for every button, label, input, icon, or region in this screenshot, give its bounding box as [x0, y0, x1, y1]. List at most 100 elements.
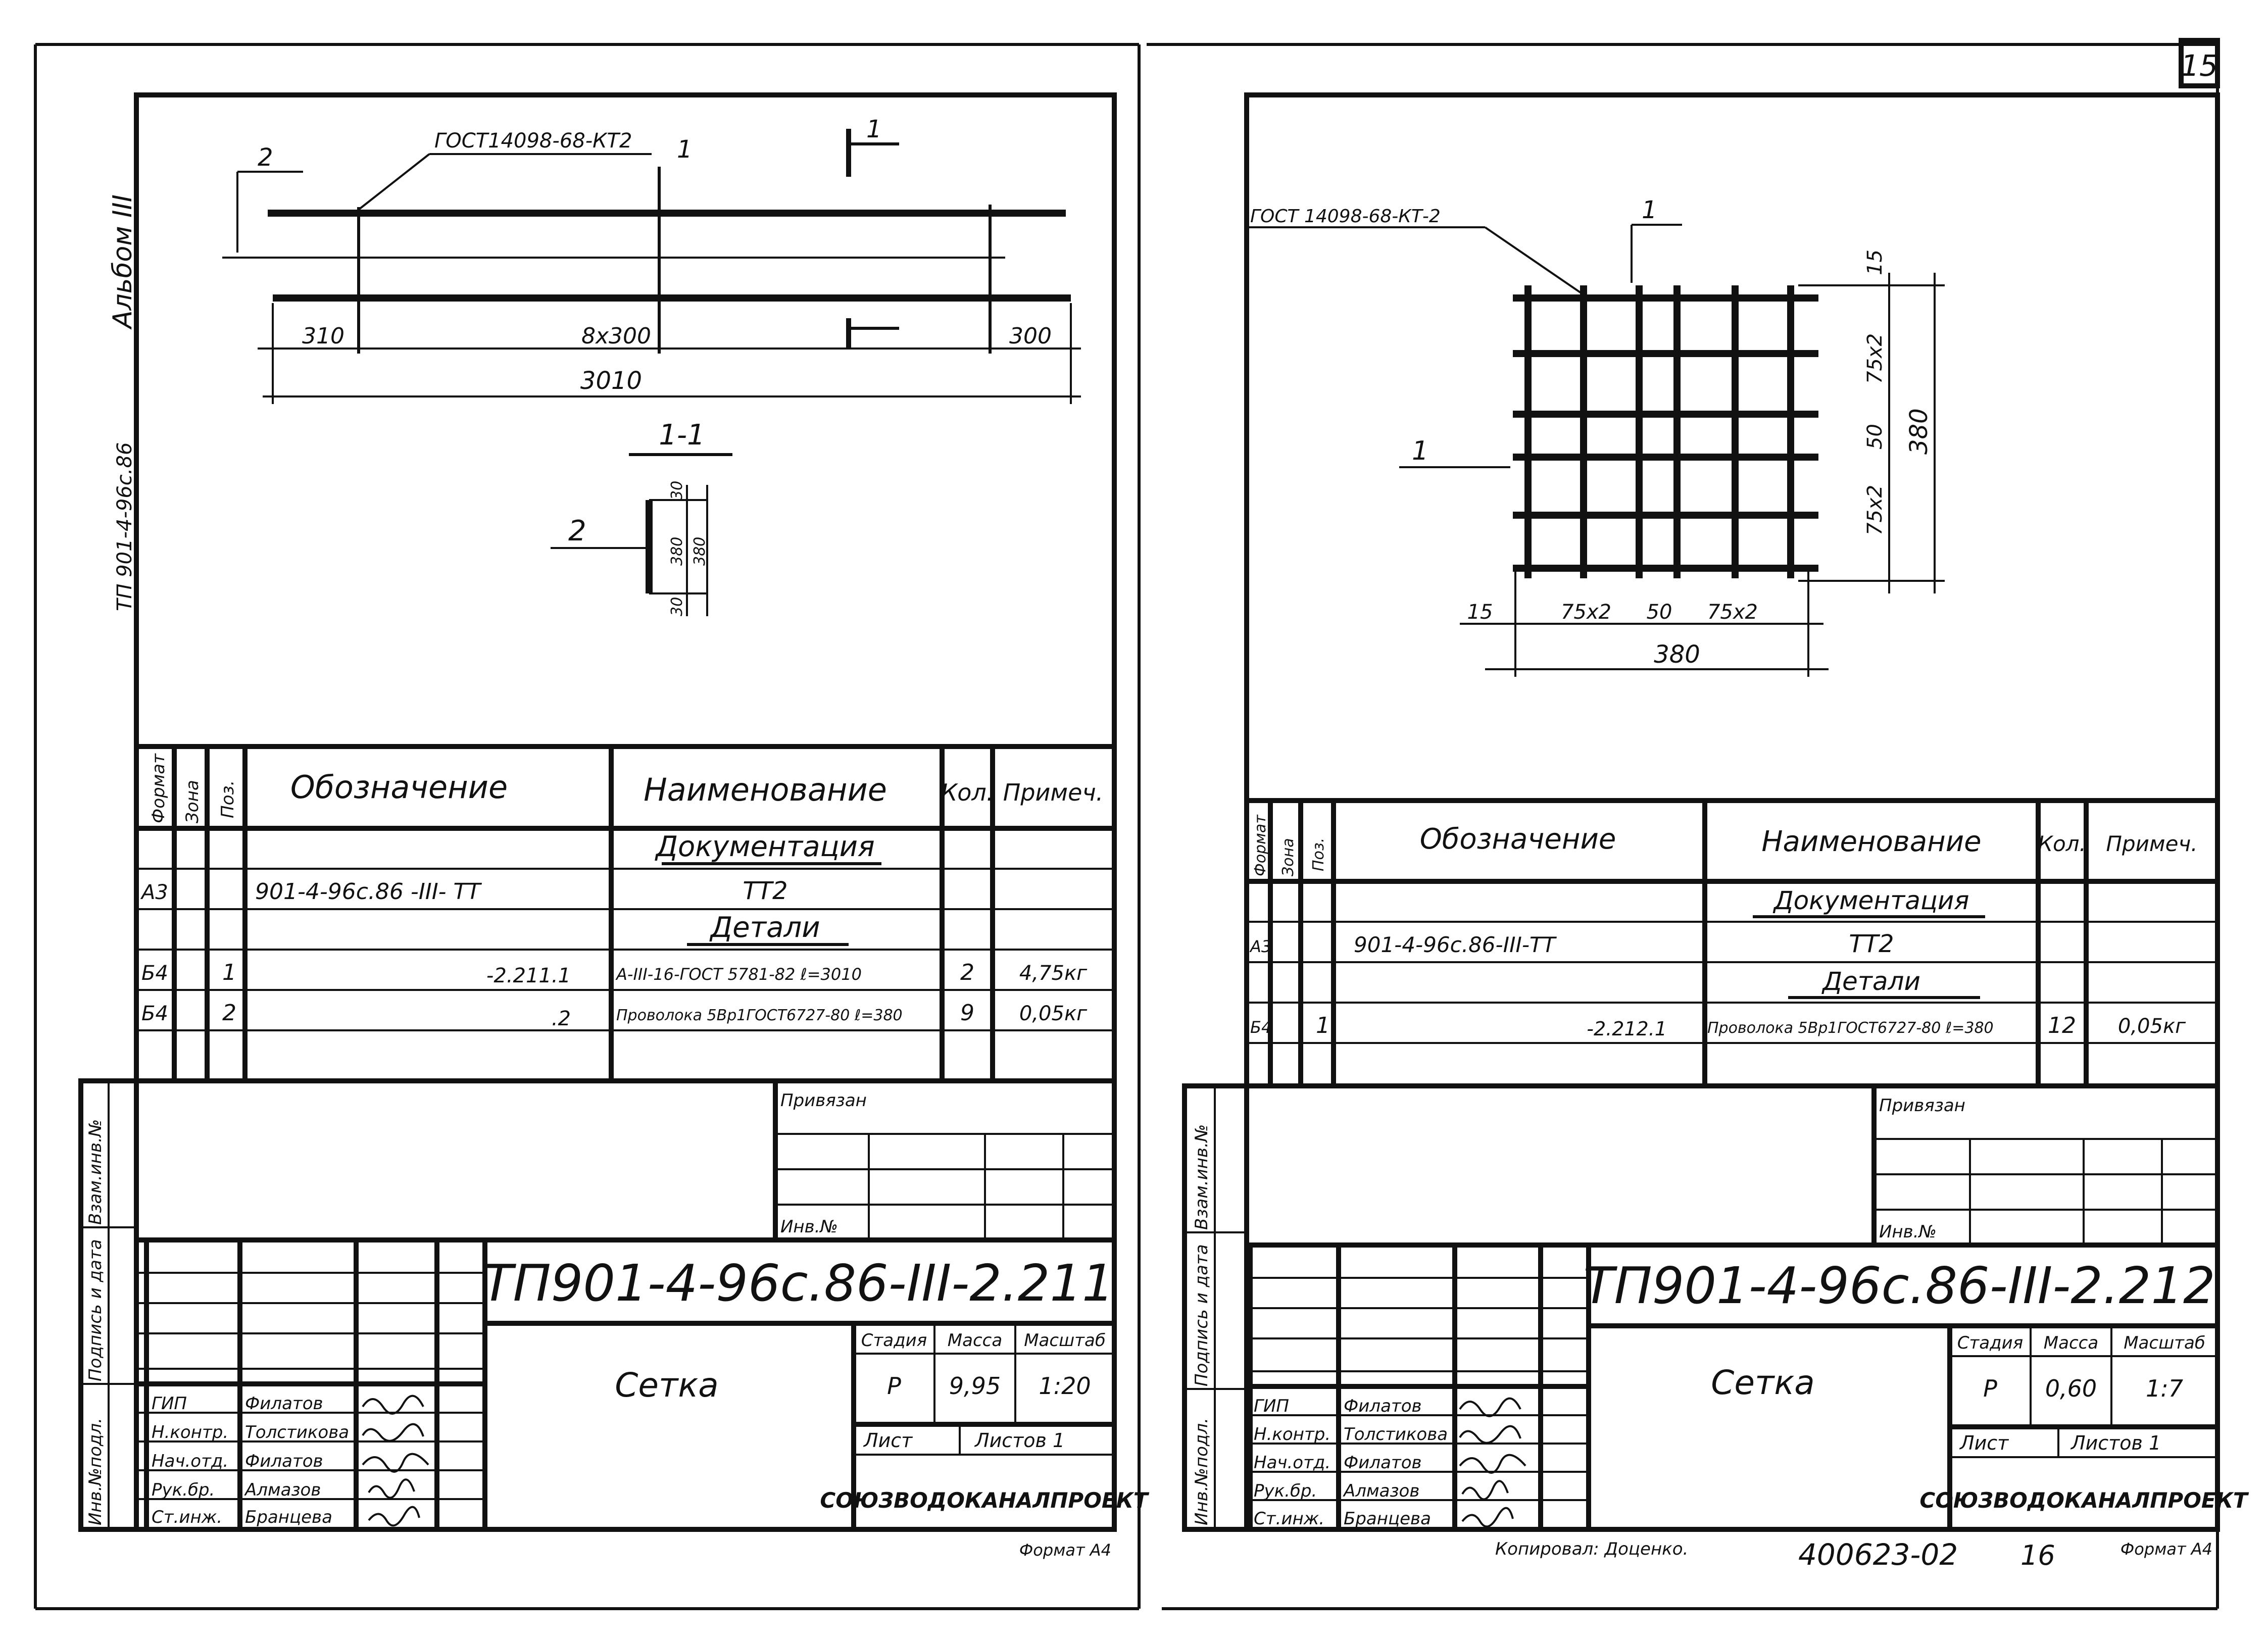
left-pos1-label: 1	[677, 135, 693, 164]
signature-scribble	[368, 1478, 415, 1499]
left-spec-r1-name: А-III-16-ГОСТ 5781-82 ℓ=3010	[615, 965, 862, 984]
right-sheet-label: Лист	[1959, 1432, 2009, 1454]
left-dim-1: 310	[302, 323, 344, 349]
right-stage-label: Стадия	[1957, 1333, 2023, 1353]
left-stage: Р	[887, 1372, 901, 1400]
right-staff-4-role: Ст.инж.	[1254, 1509, 1324, 1529]
left-mass: 9,95	[949, 1372, 1001, 1400]
right-sheet-frame	[1244, 92, 2220, 1532]
right-spec-r1-name: Проволока 5Вр1ГОСТ6727-80 ℓ=380	[1707, 1019, 1994, 1037]
left-gost-label: ГОСТ14098-68-КТ2	[434, 129, 632, 153]
left-binding-block: Привязан Инв.№	[773, 1081, 1114, 1240]
right-staff-3-role: Рук.бр.	[1254, 1481, 1317, 1501]
left-section-pos: 2	[568, 515, 586, 548]
right-vdim-3: 50	[1863, 424, 1887, 450]
right-side-inv: Инв.№подл.	[1192, 1418, 1212, 1525]
left-sheet-label: Лист	[863, 1429, 913, 1452]
right-binding-block: Привязан Инв.№	[1871, 1086, 2217, 1245]
left-spec-table: Формат Зона Поз. Обозначение Наименовани…	[136, 744, 1114, 1083]
left-section-mark-label: 1	[866, 115, 882, 143]
left-dim-2: 8х300	[581, 323, 651, 349]
copied-by: Копировал: Доценко.	[1495, 1539, 1688, 1559]
left-spec-r1-designation: -2.211.1	[486, 964, 571, 987]
left-staff-4-role: Ст.инж.	[152, 1507, 222, 1527]
right-spec-r0-designation: 901-4-96с.86-III-ТТ	[1354, 932, 1557, 957]
right-spec-r0-name: ТТ2	[1849, 930, 1894, 958]
signature-scribble	[362, 1423, 424, 1442]
signature-scribble	[362, 1395, 424, 1415]
left-staff-0-name: Филатов	[245, 1394, 323, 1414]
page-number: 15	[2181, 48, 2218, 83]
left-side-replace: Взам.инв.№	[85, 1119, 106, 1225]
leader-gost-arrow	[358, 153, 430, 211]
left-sheets-label: Листов 1	[974, 1429, 1065, 1452]
right-hdim-total: 380	[1654, 640, 1700, 669]
left-staff-1-role: Н.контр.	[152, 1422, 228, 1443]
right-spec-section-doc: Документация	[1773, 886, 1969, 915]
right-spec-h-designation: Обозначение	[1420, 823, 1616, 856]
left-format-note: Формат А4	[1019, 1540, 1111, 1560]
right-scale-label: Масштаб	[2124, 1333, 2205, 1353]
right-mass: 0,60	[2045, 1375, 2097, 1402]
left-scale: 1:20	[1039, 1372, 1091, 1400]
left-album-label: Альбом III	[108, 194, 138, 330]
left-spec-h-pos: Поз.	[218, 780, 238, 818]
left-pos2-label: 2	[258, 143, 273, 172]
right-spec-r1-designation: -2.212.1	[1587, 1018, 1667, 1040]
left-dim-total: 3010	[580, 367, 642, 395]
left-series-label: ТП 901-4-96с.86	[113, 442, 136, 611]
left-spec-h-zone: Зона	[182, 780, 203, 823]
right-side-sign: Подпись и дата	[1192, 1244, 1212, 1386]
left-spec-r2-name: Проволока 5Вр1ГОСТ6727-80 ℓ=380	[616, 1007, 903, 1024]
right-bound-label: Привязан	[1879, 1096, 1965, 1116]
signature-scribble	[1459, 1425, 1521, 1444]
right-spec-r1-pos: 1	[1316, 1013, 1330, 1038]
right-org: СОЮЗВОДОКАНАЛПРОЕКТ	[1919, 1488, 2249, 1513]
archive-number: 400623-02	[1798, 1537, 1958, 1572]
right-spec-section-det: Детали	[1821, 967, 1920, 996]
right-staff-2-name: Филатов	[1344, 1453, 1422, 1473]
right-spec-r0-format: А3	[1249, 937, 1271, 956]
left-spec-r2-format: Б4	[141, 1002, 168, 1025]
signature-scribble	[1459, 1397, 1521, 1417]
left-sec-dim-3: 380	[691, 537, 709, 566]
signature-scribble	[1461, 1480, 1509, 1501]
signature-scribble	[362, 1453, 429, 1473]
left-mass-label: Масса	[948, 1330, 1002, 1351]
left-spec-r0-name: ТТ2	[743, 877, 787, 905]
signature-scribble	[1461, 1507, 1514, 1528]
left-side-sign: Подпись и дата	[85, 1239, 106, 1381]
right-vdim-total: 380	[1905, 408, 1933, 455]
right-inv-label: Инв.№	[1879, 1222, 1937, 1242]
left-spec-r1-format: Б4	[141, 962, 168, 985]
right-gost-label: ГОСТ 14098-68-КТ-2	[1250, 206, 1441, 227]
right-hdim-2: 75х2	[1561, 601, 1611, 624]
right-sheets-label: Листов 1	[2070, 1432, 2161, 1454]
left-spec-section-doc: Документация	[654, 830, 874, 863]
right-spec-h-note: Примеч.	[2106, 831, 2197, 856]
left-staff-1-name: Толстикова	[245, 1422, 349, 1443]
right-staff-0-role: ГИП	[1254, 1396, 1289, 1416]
right-spec-h-qty: Кол.	[2038, 831, 2086, 856]
right-sheet: ГОСТ 14098-68-КТ-2 1 1 15 75х2 50 75х2 3…	[1182, 92, 2249, 1572]
left-spec-section-det: Детали	[709, 911, 820, 944]
left-side-strip: Инв.№подл. Подпись и дата Взам.инв.№	[78, 1078, 139, 1532]
right-spec-r1-note: 0,05кг	[2118, 1015, 2186, 1038]
left-org: СОЮЗВОДОКАНАЛПРОЕКТ	[820, 1488, 1150, 1513]
left-spec-h-note: Примеч.	[1003, 779, 1104, 806]
sheet-index: 16	[2020, 1539, 2055, 1571]
right-title-block: ТП901-4-96с.86-III-2.212 Сетка Стадия Ма…	[1247, 1242, 2249, 1529]
right-staff-4-name: Бранцева	[1344, 1509, 1431, 1529]
left-sheet-frame	[134, 92, 1117, 1532]
right-staff-3-name: Алмазов	[1343, 1481, 1419, 1501]
right-side-strip: Инв.№подл. Подпись и дата Взам.инв.№	[1182, 1083, 1249, 1532]
right-spec-h-zone: Зона	[1279, 838, 1297, 876]
left-staff-2-name: Филатов	[245, 1451, 323, 1471]
right-vdim-4: 75х2	[1863, 485, 1887, 535]
left-spec-r2-note: 0,05кг	[1019, 1002, 1088, 1025]
left-drawing-code: ТП901-4-96с.86-III-2.211	[482, 1254, 1114, 1313]
right-pos1-top: 1	[1642, 196, 1657, 224]
signature-scribble	[1459, 1454, 1526, 1474]
right-pos1-left: 1	[1412, 436, 1428, 466]
left-stage-label: Стадия	[861, 1330, 927, 1351]
